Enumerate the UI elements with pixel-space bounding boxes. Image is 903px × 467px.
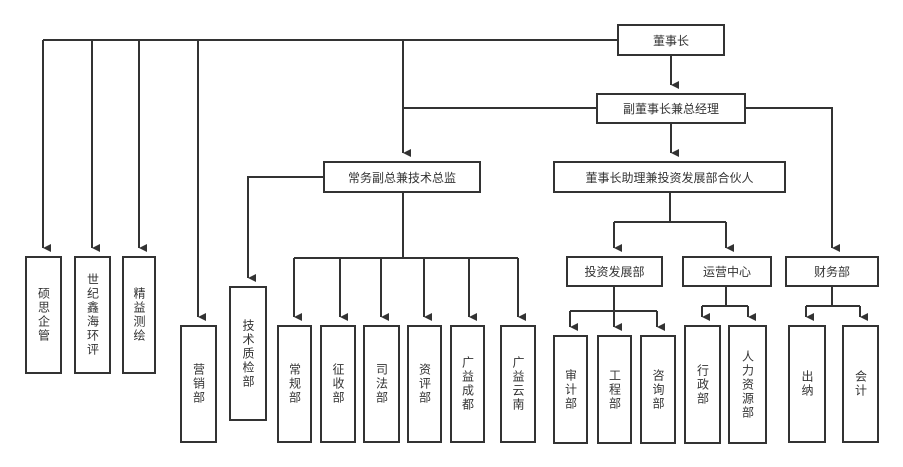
node-jingyi[interactable]: 精益测绘 — [122, 256, 156, 374]
node-label: 运营中心 — [702, 265, 751, 279]
node-label: 投资发展部 — [584, 265, 645, 279]
node-label: 咨询部 — [651, 368, 665, 411]
node-shuosi[interactable]: 硕思企管 — [25, 256, 62, 374]
node-regular[interactable]: 常规部 — [277, 325, 312, 443]
edge-vice-finance — [746, 107, 840, 252]
node-label: 司法部 — [374, 363, 389, 405]
node-vice-chairman-gm[interactable]: 副董事长兼总经理 — [596, 93, 746, 124]
node-cashier[interactable]: 出纳 — [788, 325, 826, 443]
node-assistant-partner[interactable]: 董事长助理兼投资发展部合伙人 — [553, 161, 786, 193]
node-invest-dev[interactable]: 投资发展部 — [566, 256, 663, 287]
node-admin[interactable]: 行政部 — [684, 325, 721, 444]
node-label: 广益成都 — [460, 356, 475, 412]
node-label: 资评部 — [417, 363, 432, 405]
node-label: 常务副总兼技术总监 — [347, 170, 456, 185]
node-label: 营销部 — [191, 363, 206, 405]
node-label: 副董事长兼总经理 — [622, 102, 719, 116]
node-accounting[interactable]: 会计 — [842, 325, 879, 443]
node-label: 财务部 — [813, 265, 850, 279]
node-marketing[interactable]: 营销部 — [180, 325, 217, 443]
node-judicial[interactable]: 司法部 — [363, 325, 400, 443]
node-audit[interactable]: 审计部 — [553, 335, 588, 444]
node-label: 广益云南 — [511, 356, 525, 412]
node-label: 审计部 — [563, 368, 578, 411]
edge-execvp-techqc — [247, 176, 323, 282]
node-tech-qc[interactable]: 技术质检部 — [229, 286, 267, 421]
node-consulting[interactable]: 咨询部 — [640, 335, 676, 444]
node-shijixinhai[interactable]: 世纪鑫海环评 — [74, 256, 111, 374]
node-label: 董事长助理兼投资发展部合伙人 — [585, 170, 754, 185]
node-guangyi-yunnan[interactable]: 广益云南 — [500, 325, 536, 443]
node-engineering[interactable]: 工程部 — [597, 335, 632, 444]
node-label: 精益测绘 — [132, 287, 146, 343]
node-exec-vp-cto[interactable]: 常务副总兼技术总监 — [323, 161, 481, 193]
node-label: 常规部 — [287, 363, 302, 405]
node-label: 征收部 — [331, 363, 345, 405]
node-label: 出纳 — [800, 370, 814, 398]
node-label: 会计 — [853, 370, 868, 398]
node-label: 行政部 — [695, 363, 710, 406]
node-label: 董事长 — [652, 33, 689, 48]
node-finance[interactable]: 财务部 — [785, 256, 879, 287]
node-label: 世纪鑫海环评 — [85, 273, 100, 357]
node-levy[interactable]: 征收部 — [320, 325, 356, 443]
node-label: 技术质检部 — [241, 318, 255, 389]
node-label: 工程部 — [607, 368, 622, 411]
node-operations[interactable]: 运营中心 — [682, 256, 772, 287]
node-chairman[interactable]: 董事长 — [617, 24, 725, 56]
node-hr[interactable]: 人力资源部 — [728, 325, 767, 444]
node-guangyi-chengdu[interactable]: 广益成都 — [450, 325, 485, 443]
node-label: 硕思企管 — [36, 287, 51, 343]
node-label: 人力资源部 — [740, 349, 755, 420]
node-appraisal[interactable]: 资评部 — [407, 325, 442, 443]
